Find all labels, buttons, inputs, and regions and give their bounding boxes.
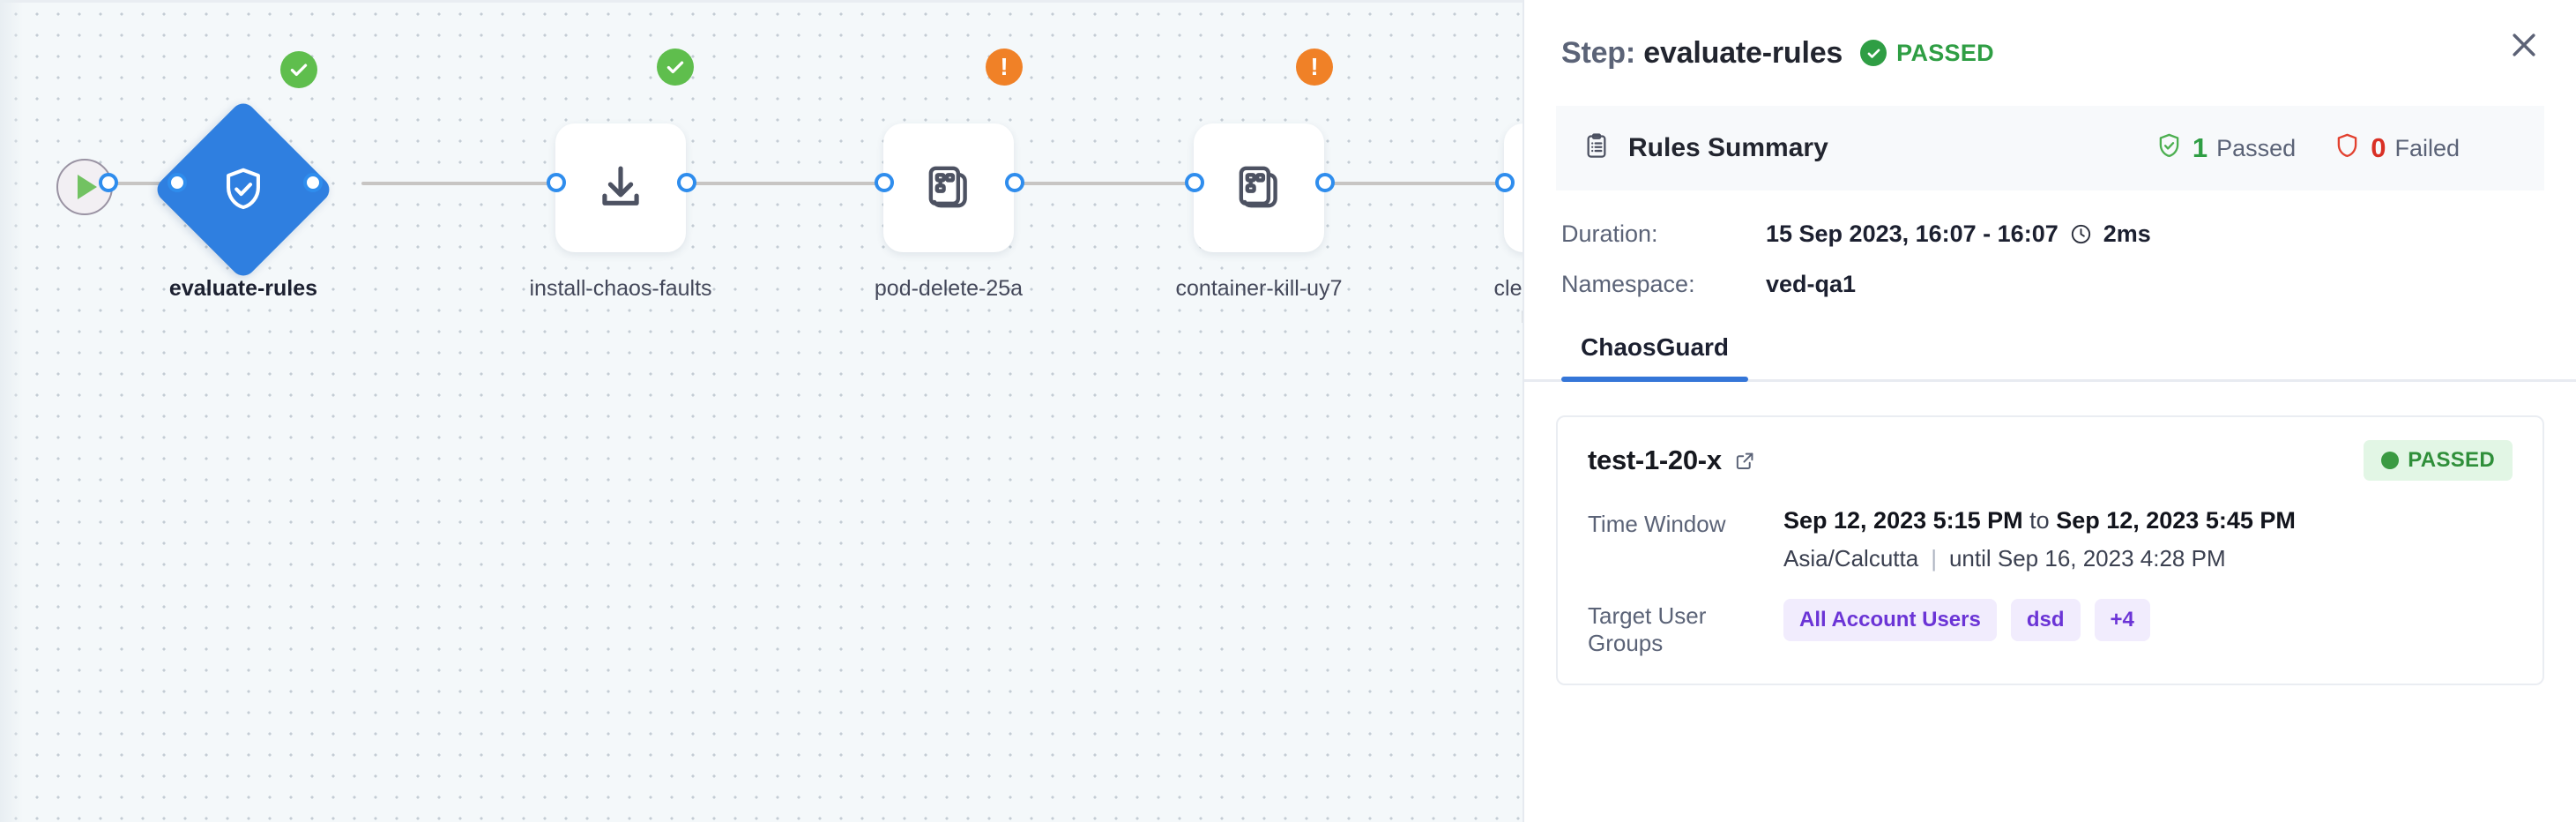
edge-install-in bbox=[361, 182, 562, 185]
panel-tabs: ChaosGuard bbox=[1524, 321, 2576, 382]
chaosguard-test-card: test-1-20-x PASSED Time Window Sep 12, 2 bbox=[1556, 415, 2544, 685]
rules-passed-stat: 1 Passed bbox=[2155, 131, 2296, 165]
tab-chaosguard[interactable]: ChaosGuard bbox=[1561, 321, 1749, 382]
node-status-success-install-chaos-faults bbox=[657, 49, 694, 86]
node-status-warning-container-kill-uy7: ! bbox=[1296, 49, 1333, 86]
test-row-time-window: Time Window Sep 12, 2023 5:15 PM to Sep … bbox=[1588, 507, 2513, 572]
clock-icon bbox=[2069, 222, 2093, 246]
status-text: PASSED bbox=[1896, 39, 1994, 66]
test-status-badge: PASSED bbox=[2364, 440, 2513, 481]
status-dot-icon bbox=[2381, 452, 2400, 469]
node-label-pod-delete-25a: pod-delete-25a bbox=[874, 276, 1024, 301]
node-label-install-chaos-faults: install-chaos-faults bbox=[529, 276, 712, 301]
node-label-container-kill-uy7: container-kill-uy7 bbox=[1175, 276, 1343, 301]
shield-check-icon bbox=[2155, 131, 2184, 165]
step-details-panel: Step: evaluate-rules PASSED bbox=[1523, 0, 2576, 822]
meta-duration-ms: 2ms bbox=[2103, 220, 2151, 247]
port-pod-delete-25a-out[interactable] bbox=[1005, 173, 1024, 192]
test-row-target-user-groups: Target User Groups All Account Users dsd… bbox=[1588, 599, 2513, 657]
shield-check-icon bbox=[227, 168, 260, 210]
port-cleanup-chaos-resources-in[interactable] bbox=[1495, 173, 1515, 192]
canvas-left-fade bbox=[0, 0, 23, 822]
rules-failed-label: Failed bbox=[2394, 134, 2460, 161]
port-install-chaos-faults-out[interactable] bbox=[677, 173, 696, 192]
test-status-text: PASSED bbox=[2408, 448, 2495, 472]
rules-failed-stat: 0 Failed bbox=[2333, 131, 2460, 165]
meta-key-namespace: Namespace: bbox=[1561, 271, 1695, 297]
chaos-fault-icon bbox=[928, 166, 967, 208]
port-pod-delete-25a-in[interactable] bbox=[875, 173, 894, 192]
pipeline-canvas[interactable]: evaluate-rules install-chaos-faults bbox=[0, 0, 1523, 822]
edge-install-to-pod-delete bbox=[679, 182, 883, 185]
node-status-success-evaluate-rules bbox=[280, 51, 317, 88]
edge-container-kill-to-cleanup bbox=[1296, 182, 1508, 185]
meta-row-duration: Duration: 15 Sep 2023, 16:07 - 16:07 2ms bbox=[1561, 220, 2544, 248]
test-name: test-1-20-x bbox=[1588, 445, 1722, 475]
rules-passed-count: 1 bbox=[2192, 132, 2208, 163]
pipeline-node-evaluate-rules[interactable] bbox=[152, 98, 335, 281]
test-key-time-window: Time Window bbox=[1588, 511, 1726, 537]
time-window-until: until Sep 16, 2023 4:28 PM bbox=[1948, 545, 2226, 572]
port-evaluate-rules-in[interactable] bbox=[168, 173, 187, 192]
pipeline-node-pod-delete-25a[interactable] bbox=[883, 123, 1014, 252]
page-title: Step: evaluate-rules bbox=[1561, 36, 1843, 71]
exclamation-icon: ! bbox=[1000, 53, 1009, 80]
step-name: evaluate-rules bbox=[1643, 35, 1843, 70]
rules-passed-label: Passed bbox=[2216, 134, 2297, 161]
port-container-kill-uy7-in[interactable] bbox=[1185, 173, 1204, 192]
port-start-out[interactable] bbox=[99, 173, 118, 192]
meta-value-namespace: ved-qa1 bbox=[1766, 271, 1857, 297]
node-label-evaluate-rules: evaluate-rules bbox=[168, 276, 318, 301]
shield-icon bbox=[2333, 131, 2362, 165]
chip-dsd[interactable]: dsd bbox=[2010, 599, 2081, 641]
chip-all-account-users[interactable]: All Account Users bbox=[1783, 599, 1997, 641]
step-meta: Duration: 15 Sep 2023, 16:07 - 16:07 2ms… bbox=[1524, 191, 2576, 298]
node-status-warning-pod-delete-25a: ! bbox=[986, 49, 1023, 86]
pipeline-node-cleanup-chaos-resources[interactable] bbox=[1504, 123, 1523, 252]
rules-failed-count: 0 bbox=[2371, 132, 2386, 163]
edge-start-to-evaluate-rules bbox=[99, 182, 168, 185]
close-icon[interactable] bbox=[2498, 19, 2550, 71]
chip-overflow-count[interactable]: +4 bbox=[2094, 599, 2150, 641]
time-window-timezone: Asia/Calcutta bbox=[1783, 545, 1919, 572]
time-window-separator: | bbox=[1931, 545, 1937, 572]
canvas-top-border bbox=[0, 0, 1523, 3]
rules-summary-bar: Rules Summary 1 Passed bbox=[1556, 106, 2544, 191]
node-label-cleanup-chaos-resources: cleanup-chaos-resources bbox=[1493, 276, 1523, 328]
panel-header: Step: evaluate-rules PASSED bbox=[1524, 0, 2576, 106]
pipeline-node-install-chaos-faults[interactable] bbox=[555, 123, 686, 252]
meta-key-duration: Duration: bbox=[1561, 220, 1658, 247]
play-icon bbox=[78, 175, 97, 199]
edge-pod-delete-to-container-kill bbox=[986, 182, 1197, 185]
test-key-target-user-groups: Target User Groups bbox=[1588, 602, 1707, 656]
rules-summary-title: Rules Summary bbox=[1628, 133, 1828, 162]
port-install-chaos-faults-in[interactable] bbox=[547, 173, 566, 192]
pipeline-node-container-kill-uy7[interactable] bbox=[1194, 123, 1324, 252]
time-window-end: Sep 12, 2023 5:45 PM bbox=[2056, 507, 2296, 534]
check-circle-icon bbox=[1860, 40, 1887, 66]
clipboard-icon bbox=[1582, 132, 1611, 165]
download-icon bbox=[602, 166, 639, 206]
exclamation-icon: ! bbox=[1310, 53, 1319, 80]
meta-value-duration: 15 Sep 2023, 16:07 - 16:07 bbox=[1766, 220, 2059, 247]
port-container-kill-uy7-out[interactable] bbox=[1315, 173, 1335, 192]
chaos-fault-icon bbox=[1239, 166, 1277, 208]
target-user-group-chips: All Account Users dsd +4 bbox=[1783, 599, 2513, 641]
status-badge: PASSED bbox=[1860, 40, 1994, 67]
time-window-join: to bbox=[2022, 507, 2057, 534]
time-window-start: Sep 12, 2023 5:15 PM bbox=[1783, 507, 2023, 534]
external-link-icon[interactable] bbox=[1734, 450, 1756, 472]
meta-row-namespace: Namespace: ved-qa1 bbox=[1561, 271, 2544, 298]
step-label: Step: bbox=[1561, 35, 1636, 70]
port-evaluate-rules-out[interactable] bbox=[303, 173, 323, 192]
